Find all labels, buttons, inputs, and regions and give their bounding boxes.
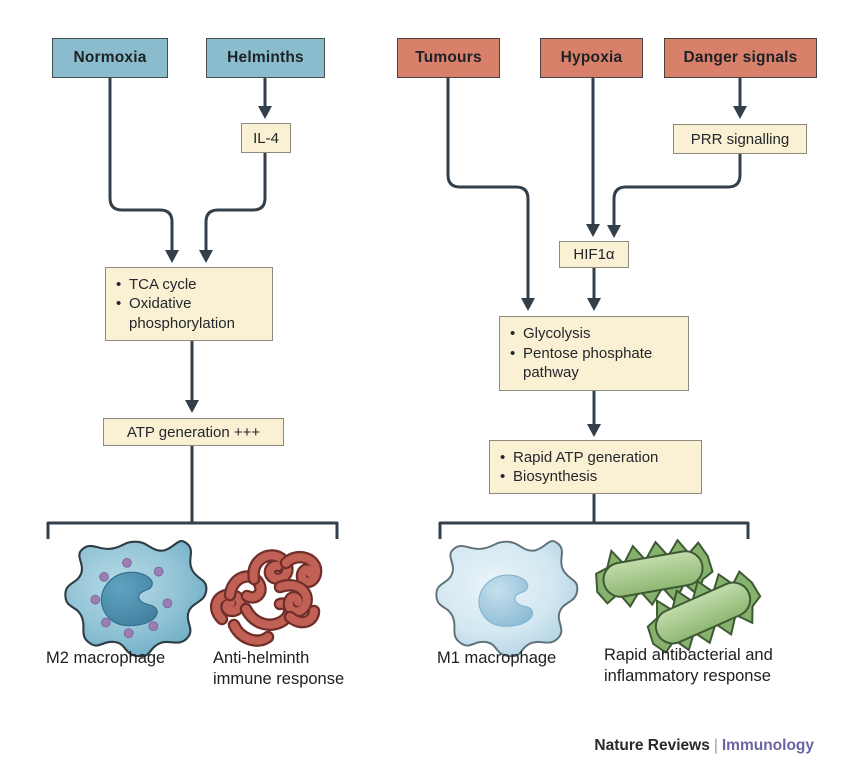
journal-section: Immunology <box>721 737 814 754</box>
m1-cell-nucleus <box>478 574 533 627</box>
worm-coils <box>209 549 323 647</box>
output-item-biosynthesis: Biosynthesis <box>500 467 597 487</box>
arrowhead-helminths <box>258 106 272 119</box>
arrow-normoxia-to-tca <box>108 78 174 250</box>
mediator-box-il4: IL-4 <box>241 123 291 153</box>
bracket-left-outcomes <box>46 521 339 539</box>
arrowhead-hif1a <box>587 298 601 311</box>
bacterium-bottom <box>646 570 762 654</box>
arrowhead-prr <box>607 225 621 238</box>
arrow-il4-to-tca <box>204 153 267 250</box>
process-item-glycolysis: Glycolysis <box>510 324 591 344</box>
helminth-worm-illustration <box>209 549 323 647</box>
bacterium-capsule <box>602 550 704 598</box>
arrowhead-tumours <box>521 298 535 311</box>
input-box-hypoxia: Hypoxia <box>540 38 643 78</box>
arrow-prr-to-hif1a <box>612 154 742 225</box>
arrowhead-tca-atp <box>185 400 199 413</box>
process-item-tca-cycle: TCA cycle <box>116 275 197 295</box>
m2-granule-dots <box>90 557 173 639</box>
process-box-glycolysis: Glycolysis Pentose phosphate pathway <box>499 316 689 391</box>
input-box-danger-signals: Danger signals <box>664 38 817 78</box>
outcome-label-anti-helminth: Anti-helminth immune response <box>213 649 345 688</box>
input-label-danger-signals: Danger signals <box>683 49 798 66</box>
arrowhead-il4 <box>199 250 213 263</box>
mediator-label-il4: IL-4 <box>253 129 279 147</box>
bacterium-top <box>595 538 714 609</box>
outcome-label-m2-macrophage: M2 macrophage <box>46 649 166 667</box>
input-label-hypoxia: Hypoxia <box>560 49 623 66</box>
arrowhead-hypoxia <box>586 224 600 237</box>
output-item-rapid-atp-generation: Rapid ATP generation <box>500 448 658 468</box>
input-label-helminths: Helminths <box>227 49 304 66</box>
input-label-normoxia: Normoxia <box>73 49 147 66</box>
mediator-box-prr-signalling: PRR signalling <box>673 124 807 154</box>
m2-macrophage-cell-illustration <box>64 540 208 658</box>
input-box-tumours: Tumours <box>397 38 500 78</box>
output-box-rapid-atp: Rapid ATP generation Biosynthesis <box>489 440 702 494</box>
arrow-tumours-to-glycolysis <box>446 78 530 298</box>
outcome-label-m1-macrophage: M1 macrophage <box>437 649 557 667</box>
arrowhead-glycolysis <box>587 424 601 437</box>
journal-name: Nature Reviews <box>594 737 710 754</box>
bacterium-capsule <box>654 581 752 645</box>
input-box-helminths: Helminths <box>206 38 325 78</box>
mediator-label-prr-signalling: PRR signalling <box>690 130 790 148</box>
mediator-box-hif1a: HIF1α <box>559 241 629 268</box>
output-label-atp-generation: ATP generation +++ <box>126 423 261 441</box>
arrowheads <box>165 106 747 437</box>
mediator-label-hif1a: HIF1α <box>573 246 615 263</box>
process-item-pentose-phosphate: Pentose phosphate pathway <box>510 344 678 383</box>
m2-cell-nucleus <box>100 571 158 627</box>
footer-divider: | <box>713 737 718 754</box>
input-box-normoxia: Normoxia <box>52 38 168 78</box>
process-item-oxidative-phosphorylation: Oxidative phosphorylation <box>116 294 262 333</box>
m1-macrophage-cell-illustration <box>435 540 579 658</box>
process-box-tca: TCA cycle Oxidative phosphorylation <box>105 267 273 341</box>
output-box-atp-generation: ATP generation +++ <box>103 418 284 446</box>
arrowhead-normoxia <box>165 250 179 263</box>
arrowhead-danger <box>733 106 747 119</box>
outcome-label-rapid-antibacterial: Rapid antibacterial and inflammatory res… <box>604 646 773 685</box>
journal-footer: Nature Reviews|Immunology <box>0 737 814 755</box>
bracket-right-outcomes <box>438 521 750 539</box>
spiky-bacteria-illustration <box>595 538 762 654</box>
input-label-tumours: Tumours <box>415 49 482 66</box>
